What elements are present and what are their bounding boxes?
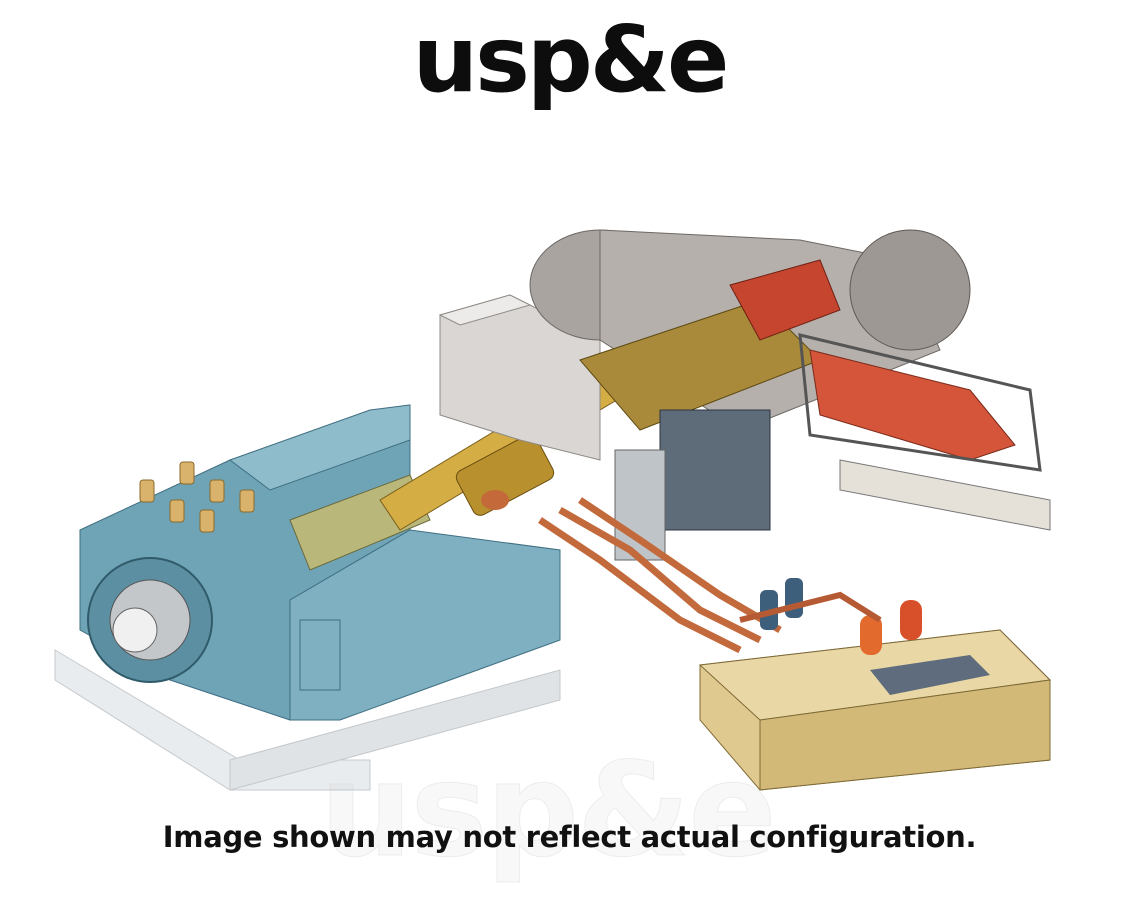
- engine-frame: [614, 409, 1051, 561]
- piping: [538, 497, 782, 654]
- watermark: usp&e: [320, 734, 778, 886]
- lube-oil-skid: [698, 578, 1052, 791]
- brand-logo: usp&e: [412, 6, 730, 113]
- combustor: [798, 333, 1042, 472]
- air-inlet-plenum: [438, 294, 601, 461]
- disclaimer-caption: Image shown may not reflect actual confi…: [162, 820, 977, 854]
- generator-base: [54, 649, 561, 791]
- turbine-generator-illustration: [54, 229, 1052, 791]
